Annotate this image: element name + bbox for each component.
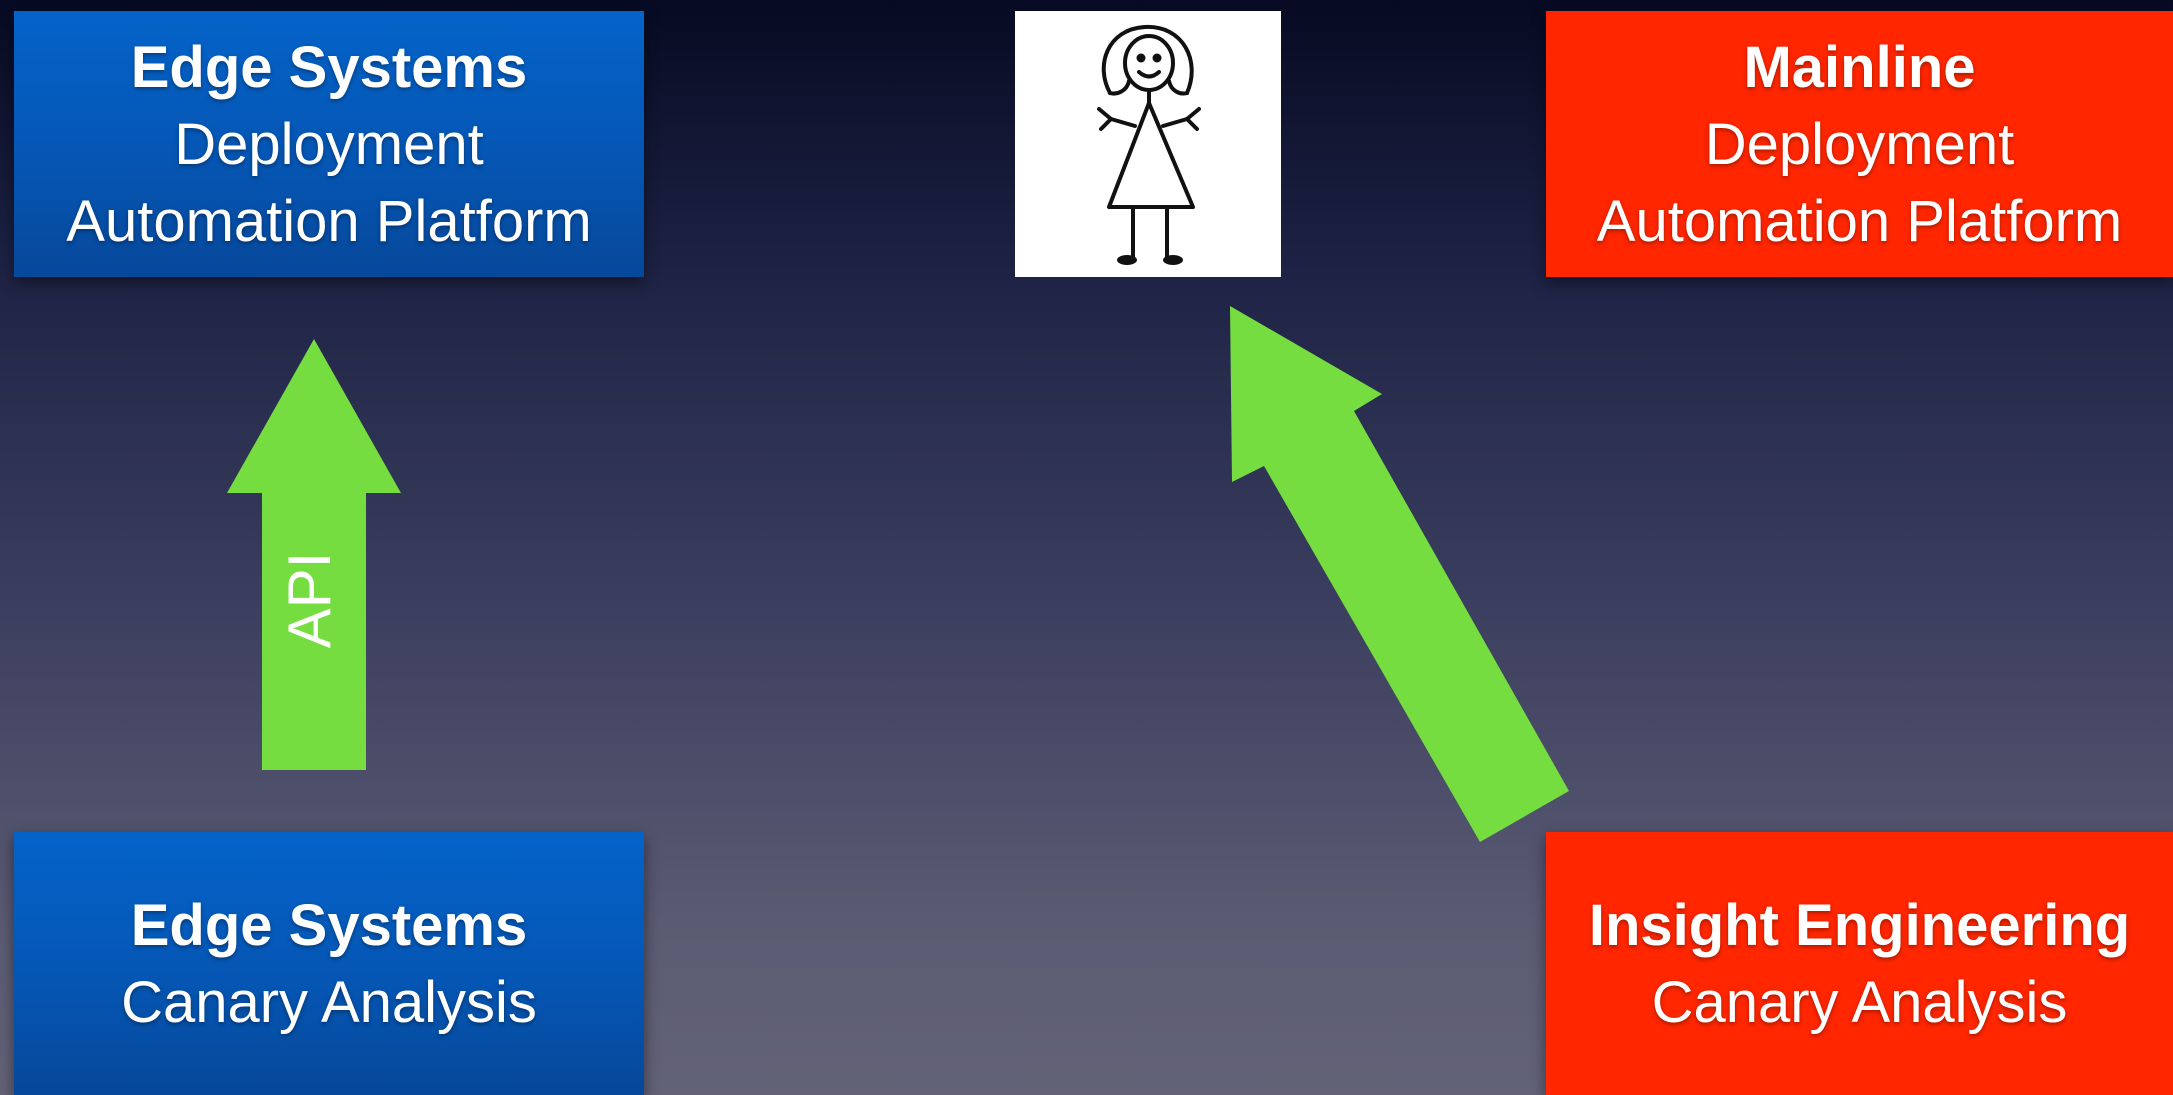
edge-deploy-line1: Deployment — [174, 111, 484, 177]
edge-deploy-line2: Automation Platform — [66, 188, 592, 254]
api-arrow — [227, 339, 401, 770]
insight-canary-line1: Canary Analysis — [1651, 969, 2068, 1035]
edge-canary-line1: Canary Analysis — [121, 969, 537, 1035]
insight-canary-title: Insight Engineering — [1588, 892, 2131, 958]
edge-systems-deployment-box: Edge Systems Deployment Automation Platf… — [14, 11, 644, 277]
edge-canary-title: Edge Systems — [130, 892, 528, 958]
mainline-deploy-title: Mainline — [1743, 34, 1976, 100]
insight-engineering-canary-box: Insight Engineering Canary Analysis — [1546, 832, 2173, 1095]
stick-figure-girl-icon — [1097, 24, 1201, 265]
diagonal-arrow — [1230, 306, 1569, 842]
api-arrow-label: API — [276, 552, 343, 649]
mainline-deployment-box: Mainline Deployment Automation Platform — [1546, 11, 2173, 277]
person-picture — [1015, 11, 1281, 277]
mainline-deploy-line1: Deployment — [1704, 111, 2015, 177]
edge-deploy-title: Edge Systems — [130, 34, 528, 100]
edge-systems-canary-box: Edge Systems Canary Analysis — [14, 832, 644, 1095]
mainline-deploy-line2: Automation Platform — [1596, 188, 2123, 254]
